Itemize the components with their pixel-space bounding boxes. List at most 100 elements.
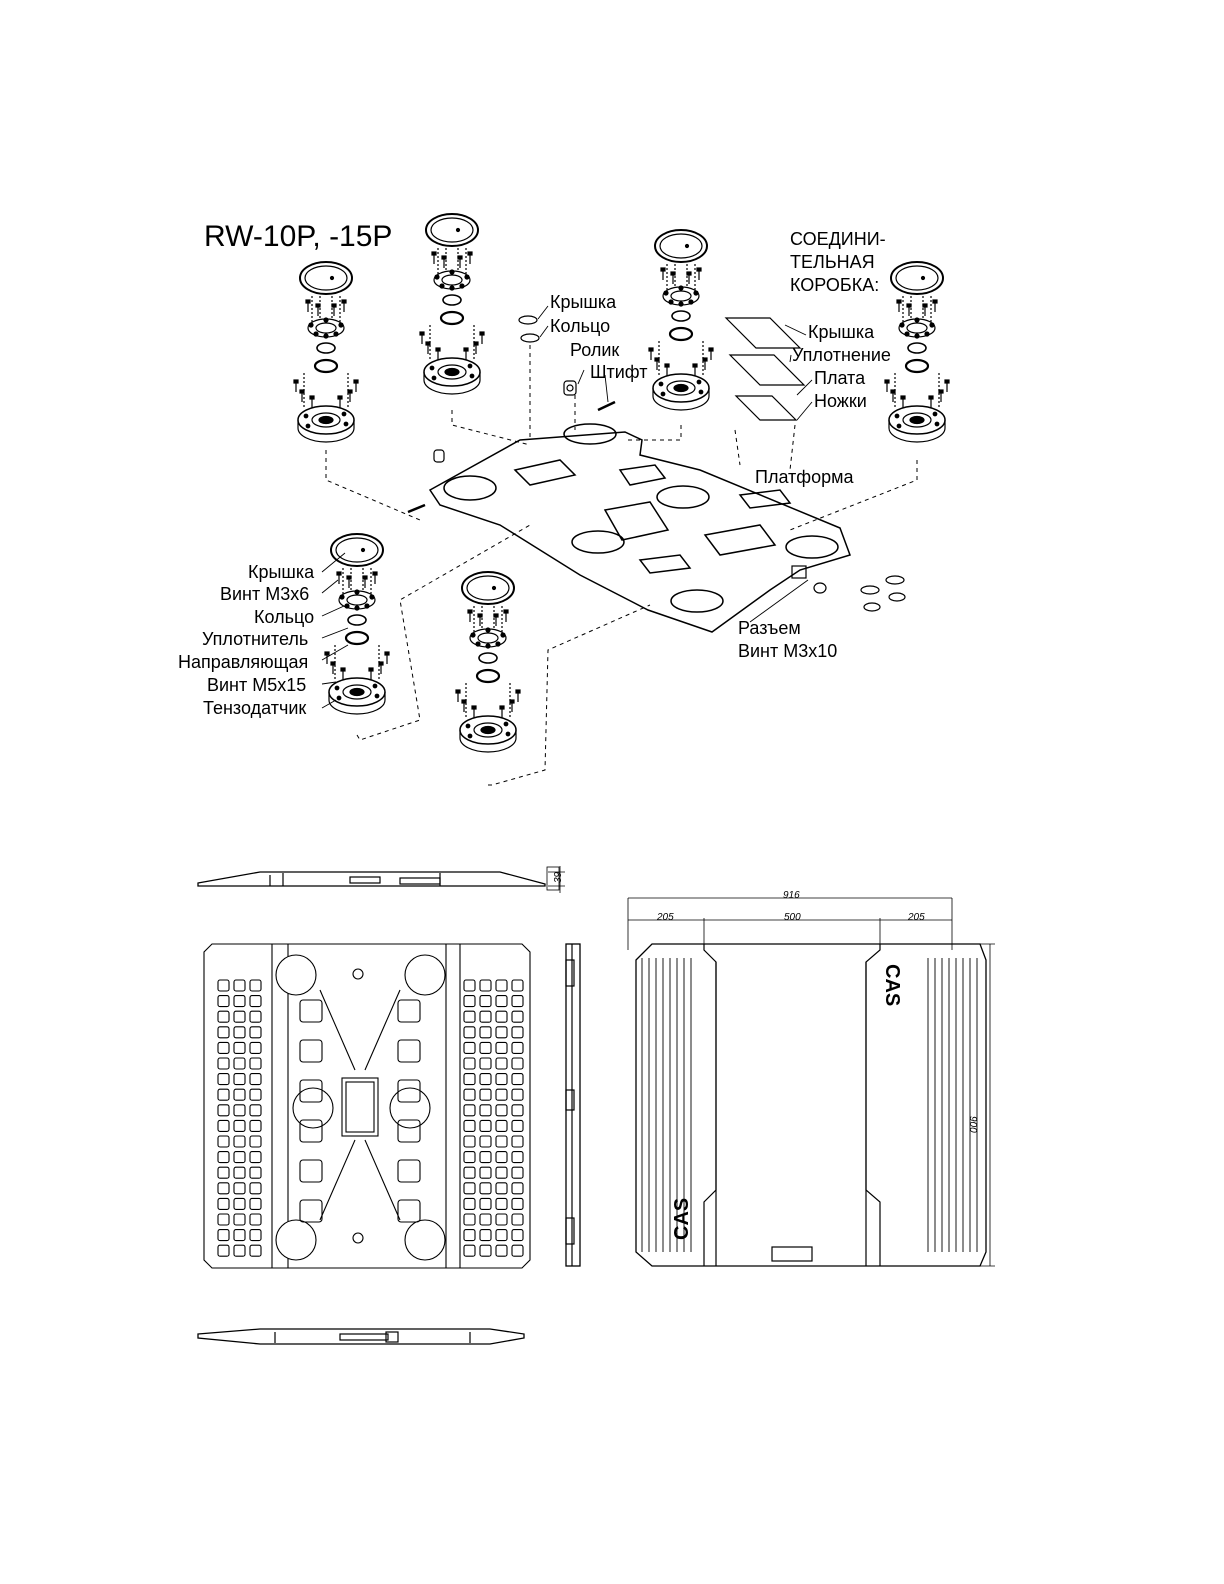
plan-cell: [511, 1119, 524, 1132]
plan-cell: [217, 1010, 230, 1023]
plan-cell: [495, 1026, 508, 1039]
plan-loadcell-circle: [404, 1219, 446, 1261]
plan-pocket: [299, 1199, 323, 1223]
plan-cell: [233, 1135, 246, 1148]
top-cover-ring: [518, 315, 540, 343]
plan-cell: [463, 1010, 476, 1023]
plan-cell: [233, 995, 246, 1008]
plan-center-plate: [341, 1077, 379, 1137]
junction-box-label: СОЕДИНИ- ТЕЛЬНАЯ КОРОБКА:: [790, 229, 886, 295]
plan-cell: [217, 1119, 230, 1132]
plan-cell: [463, 1197, 476, 1210]
plan-loadcell-circle: [404, 954, 446, 996]
plan-rib: [364, 1139, 401, 1221]
plan-pocket: [299, 1119, 323, 1143]
label-lc-screw-m5x15: Винт М5х15: [207, 675, 307, 695]
plan-cell: [217, 1151, 230, 1164]
plan-cell: [249, 1182, 262, 1195]
plan-cell: [463, 1244, 476, 1257]
plan-cell: [495, 1229, 508, 1242]
plan-pocket: [299, 1159, 323, 1183]
plan-pocket: [299, 999, 323, 1023]
label-lc-loadcell: Тензодатчик: [203, 698, 307, 718]
plan-cell: [463, 1026, 476, 1039]
plan-cell: [217, 1244, 230, 1257]
plan-center-plate-inner: [345, 1081, 375, 1133]
plan-cell: [249, 1166, 262, 1179]
label-jb-board: Плата: [814, 368, 866, 388]
label-leaders: [321, 305, 813, 709]
side-view-top: [197, 866, 565, 893]
plan-cell: [249, 1010, 262, 1023]
plan-cell: [479, 1104, 492, 1117]
plan-cell: [495, 1182, 508, 1195]
plan-cell: [249, 1151, 262, 1164]
plan-cell: [495, 1166, 508, 1179]
plan-cell: [479, 1135, 492, 1148]
plan-cell: [479, 1073, 492, 1086]
plan-cell: [479, 1229, 492, 1242]
leader-lines: [325, 345, 918, 786]
plan-cell: [495, 1104, 508, 1117]
label-jb-feet: Ножки: [814, 391, 867, 411]
label-top-cover: Крышка: [550, 292, 617, 312]
plan-cell: [479, 1088, 492, 1101]
plan-hole: [352, 1232, 364, 1244]
plan-pocket: [397, 1119, 421, 1143]
plan-cell: [495, 1213, 508, 1226]
plan-cell: [495, 1151, 508, 1164]
dimensioned-top-view: [627, 897, 995, 1267]
plan-cell: [233, 1197, 246, 1210]
plan-cell: [495, 1244, 508, 1257]
plan-cell: [495, 1073, 508, 1086]
plan-cell: [511, 1213, 524, 1226]
plan-cell: [479, 1119, 492, 1132]
plan-cell: [249, 1104, 262, 1117]
loadcell-stack-6: [456, 572, 520, 752]
dim-total-width: 916: [783, 890, 800, 901]
label-pin: Штифт: [590, 362, 648, 382]
plan-cell: [233, 1244, 246, 1257]
plan-cell: [463, 979, 476, 992]
label-lc-cover: Крышка: [248, 562, 315, 582]
plan-view-grid: [203, 943, 531, 1269]
plan-rib: [319, 1139, 356, 1221]
plan-cell: [495, 1041, 508, 1054]
plan-cell: [511, 979, 524, 992]
plan-cell: [495, 995, 508, 1008]
plan-cell: [495, 1197, 508, 1210]
roller-and-pin: [407, 380, 616, 514]
side-view-bottom: [197, 1328, 525, 1345]
plan-cell: [233, 1166, 246, 1179]
plan-cell: [249, 1135, 262, 1148]
plan-cell: [463, 1088, 476, 1101]
plan-cell: [217, 1057, 230, 1070]
plan-cell: [463, 1182, 476, 1195]
plan-cell: [463, 1104, 476, 1117]
plan-cell: [217, 1073, 230, 1086]
plan-cell: [479, 1166, 492, 1179]
plan-cell: [479, 1010, 492, 1023]
plan-cell: [217, 1135, 230, 1148]
dim-height: 39: [553, 871, 564, 883]
plan-cell: [217, 1182, 230, 1195]
label-roller: Ролик: [570, 340, 620, 360]
plan-cell: [511, 1151, 524, 1164]
loadcell-stack-1: [294, 262, 358, 442]
plan-cell: [233, 1010, 246, 1023]
loadcell-stack-4: [885, 262, 949, 442]
plan-cell: [217, 1229, 230, 1242]
plan-cell: [479, 1057, 492, 1070]
loadcell-stack-2: [420, 214, 484, 394]
plan-cell: [511, 1135, 524, 1148]
plan-cell: [233, 1151, 246, 1164]
plan-rib: [319, 989, 356, 1071]
plan-cell: [495, 1119, 508, 1132]
plan-cell: [233, 1182, 246, 1195]
plan-loadcell-circle: [292, 1087, 334, 1129]
label-top-ring: Кольцо: [550, 316, 611, 336]
brand-logo-right: CAS: [881, 964, 903, 1007]
plan-cell: [511, 1166, 524, 1179]
junction-box-plates: [724, 317, 806, 421]
